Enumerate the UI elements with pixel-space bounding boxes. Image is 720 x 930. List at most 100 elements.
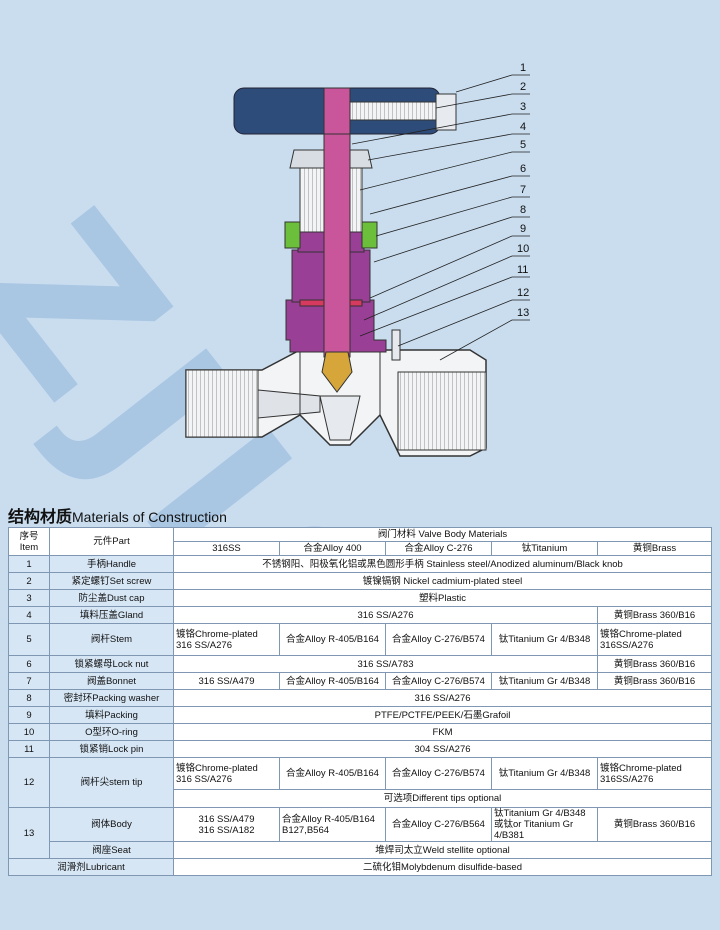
row-part: 阀体Body — [49, 807, 174, 842]
row-no: 6 — [8, 655, 50, 673]
row-part: 润滑剂Lubricant — [8, 858, 174, 876]
table-row: 5 阀杆Stem 镀铬Chrome-plated 316 SS/A276 合金A… — [8, 623, 713, 656]
row-material-brass: 黄铜Brass 360/B16 — [596, 807, 713, 842]
row-no: 2 — [8, 572, 50, 590]
row-no: 3 — [8, 589, 50, 607]
table-row: 可选项Different tips optional — [9, 789, 713, 808]
o-ring — [391, 329, 401, 361]
row-part: 阀杆尖stem tip — [49, 757, 174, 808]
section-title-zh: 结构材质 — [8, 509, 73, 526]
callout-2: 2 — [520, 81, 527, 93]
row-no: 11 — [8, 740, 50, 758]
row-material: 镀镍镉钢 Nickel cadmium-plated steel — [172, 572, 713, 590]
leader-lines — [351, 74, 530, 361]
row-material-titanium: 钛Titanium Gr 4/B348 — [491, 672, 598, 690]
row-material-alloy-400: 合金Alloy R-405/B164 — [279, 672, 386, 690]
header-alloy-c276: 合金Alloy C-276 — [385, 541, 492, 556]
row-material-316ss: 316 SS/A479 316 SS/A182 — [173, 807, 280, 842]
table-row: 3 防尘盖Dust cap 塑料Plastic — [8, 589, 713, 607]
row-material-titanium: 钛Titanium Gr 4/B348 — [491, 623, 598, 656]
row-material: PTFE/PCTFE/PEEK/石墨Grafoil — [172, 706, 713, 724]
callout-4: 4 — [520, 121, 527, 133]
row-part: 阀盖Bonnet — [49, 672, 174, 690]
table-row: 阀座Seat 堆焊司太立Weld stellite optional — [9, 841, 713, 859]
row-material-alloy-400: 合金Alloy R-405/B164 — [279, 757, 386, 790]
row-material: 304 SS/A276 — [172, 740, 713, 758]
callout-9: 9 — [520, 223, 527, 235]
header-part: 元件Part — [49, 527, 174, 556]
row-part: 阀杆Stem — [49, 623, 174, 656]
row-part: 填料Packing — [49, 706, 174, 724]
row-no: 5 — [8, 623, 50, 656]
row-part: 填料压盖Gland — [49, 606, 174, 624]
row-part: 锁紧螺母Lock nut — [49, 655, 174, 673]
row-material-316ss: 镀铬Chrome-plated 316 SS/A276 — [173, 757, 280, 790]
row-no: 7 — [8, 672, 50, 690]
section-title: 结构材质Materials of Construction — [8, 503, 227, 527]
row-material-brass: 黄铜Brass 360/B16 — [596, 655, 713, 673]
row-no: 9 — [8, 706, 50, 724]
row-material-brass: 镀铬Chrome-plated 316SS/A276 — [596, 757, 713, 790]
table-row: 润滑剂Lubricant 二硫化钼Molybdenum disulfide-ba… — [8, 858, 713, 876]
row-material-316ss: 316 SS/A479 — [173, 672, 280, 690]
table-row: 13 阀体Body 316 SS/A479 316 SS/A182 合金Allo… — [8, 807, 713, 859]
callout-12: 12 — [517, 287, 530, 299]
row-material: 二硫化钼Molybdenum disulfide-based — [172, 858, 713, 876]
row-material-brass: 黄铜Brass 360/B16 — [596, 606, 713, 624]
row-material-titanium: 钛Titanium Gr 4/B348 — [491, 757, 598, 790]
row-part: 密封环Packing washer — [49, 689, 174, 707]
materials-table: 序号 Item 元件Part 阀门材料 Valve Body Materials… — [8, 527, 713, 876]
row-no: 13 — [8, 807, 50, 859]
valve-drawing — [185, 74, 530, 457]
row-material: 316 SS/A783 — [173, 655, 598, 673]
row-material-c276: 合金Alloy C-276/B574 — [385, 623, 492, 656]
row-no: 4 — [8, 606, 50, 624]
row-no: 8 — [8, 689, 50, 707]
row-no: 1 — [8, 555, 50, 573]
row-material: 316 SS/A276 — [172, 689, 713, 707]
row-material-optional: 可选项Different tips optional — [172, 789, 713, 808]
table-row: 9 填料Packing PTFE/PCTFE/PEEK/石墨Grafoil — [8, 706, 713, 724]
row-material-316ss: 镀铬Chrome-plated 316 SS/A276 — [173, 623, 280, 656]
header-alloy-400: 合金Alloy 400 — [279, 541, 386, 556]
row-part: 防尘盖Dust cap — [49, 589, 174, 607]
row-material-c276: 合金Alloy C-276/B564 — [385, 807, 492, 842]
lock-nut — [284, 221, 378, 249]
table-row: 6 锁紧螺母Lock nut 316 SS/A783 黄铜Brass 360/B… — [8, 655, 713, 673]
row-material: 不锈钢阳、阳极氧化铝或黑色圆形手柄 Stainless steel/Anodiz… — [172, 555, 713, 573]
callout-3: 3 — [520, 101, 527, 113]
row-material-alloy-400: 合金Alloy R-405/B164 B127,B564 — [279, 807, 386, 842]
callout-1: 1 — [520, 62, 527, 74]
row-part: O型环O-ring — [49, 723, 174, 741]
header-titanium: 钛Titanium — [491, 541, 598, 556]
row-part: 阀座Seat — [49, 841, 174, 859]
row-part: 紧定螺钉Set screw — [49, 572, 174, 590]
table-row: 4 填料压盖Gland 316 SS/A276 黄铜Brass 360/B16 — [8, 606, 713, 624]
table-row: 10 O型环O-ring FKM — [8, 723, 713, 741]
row-material: 堆焊司太立Weld stellite optional — [172, 841, 713, 859]
row-material-brass: 镀铬Chrome-plated 316SS/A276 — [596, 623, 713, 656]
header-valve-body-materials: 阀门材料 Valve Body Materials — [172, 527, 713, 542]
callout-7: 7 — [520, 184, 527, 196]
row-material-brass: 黄铜Brass 360/B16 — [596, 672, 713, 690]
callout-5: 5 — [520, 139, 527, 151]
row-material: 316 SS/A276 — [173, 606, 598, 624]
table-row: 11 锁紧销Lock pin 304 SS/A276 — [8, 740, 713, 758]
row-material-alloy-400: 合金Alloy R-405/B164 — [279, 623, 386, 656]
row-no: 12 — [8, 757, 50, 808]
table-row: 1 手柄Handle 不锈钢阳、阳极氧化铝或黑色圆形手柄 Stainless s… — [8, 555, 713, 573]
callout-13: 13 — [517, 307, 530, 319]
valve-body — [185, 349, 487, 457]
valve-cross-section-diagram: ZJION — [0, 62, 596, 930]
table-row: 2 紧定螺钉Set screw 镀镍镉钢 Nickel cadmium-plat… — [8, 572, 713, 590]
table-row: 8 密封环Packing washer 316 SS/A276 — [8, 689, 713, 707]
table-row: 12 阀杆尖stem tip 镀铬Chrome-plated 316 SS/A2… — [8, 757, 713, 808]
row-material-c276: 合金Alloy C-276/B574 — [385, 757, 492, 790]
header-item-no: 序号 Item — [8, 527, 50, 556]
header-brass: 黄铜Brass — [596, 541, 713, 556]
callout-6: 6 — [520, 163, 527, 175]
callout-8: 8 — [520, 204, 527, 216]
row-material-titanium: 钛Titanium Gr 4/B348 或钛or Titanium Gr 4/B… — [491, 807, 598, 842]
row-material: 塑料Plastic — [172, 589, 713, 607]
row-material-c276: 合金Alloy C-276/B574 — [385, 672, 492, 690]
